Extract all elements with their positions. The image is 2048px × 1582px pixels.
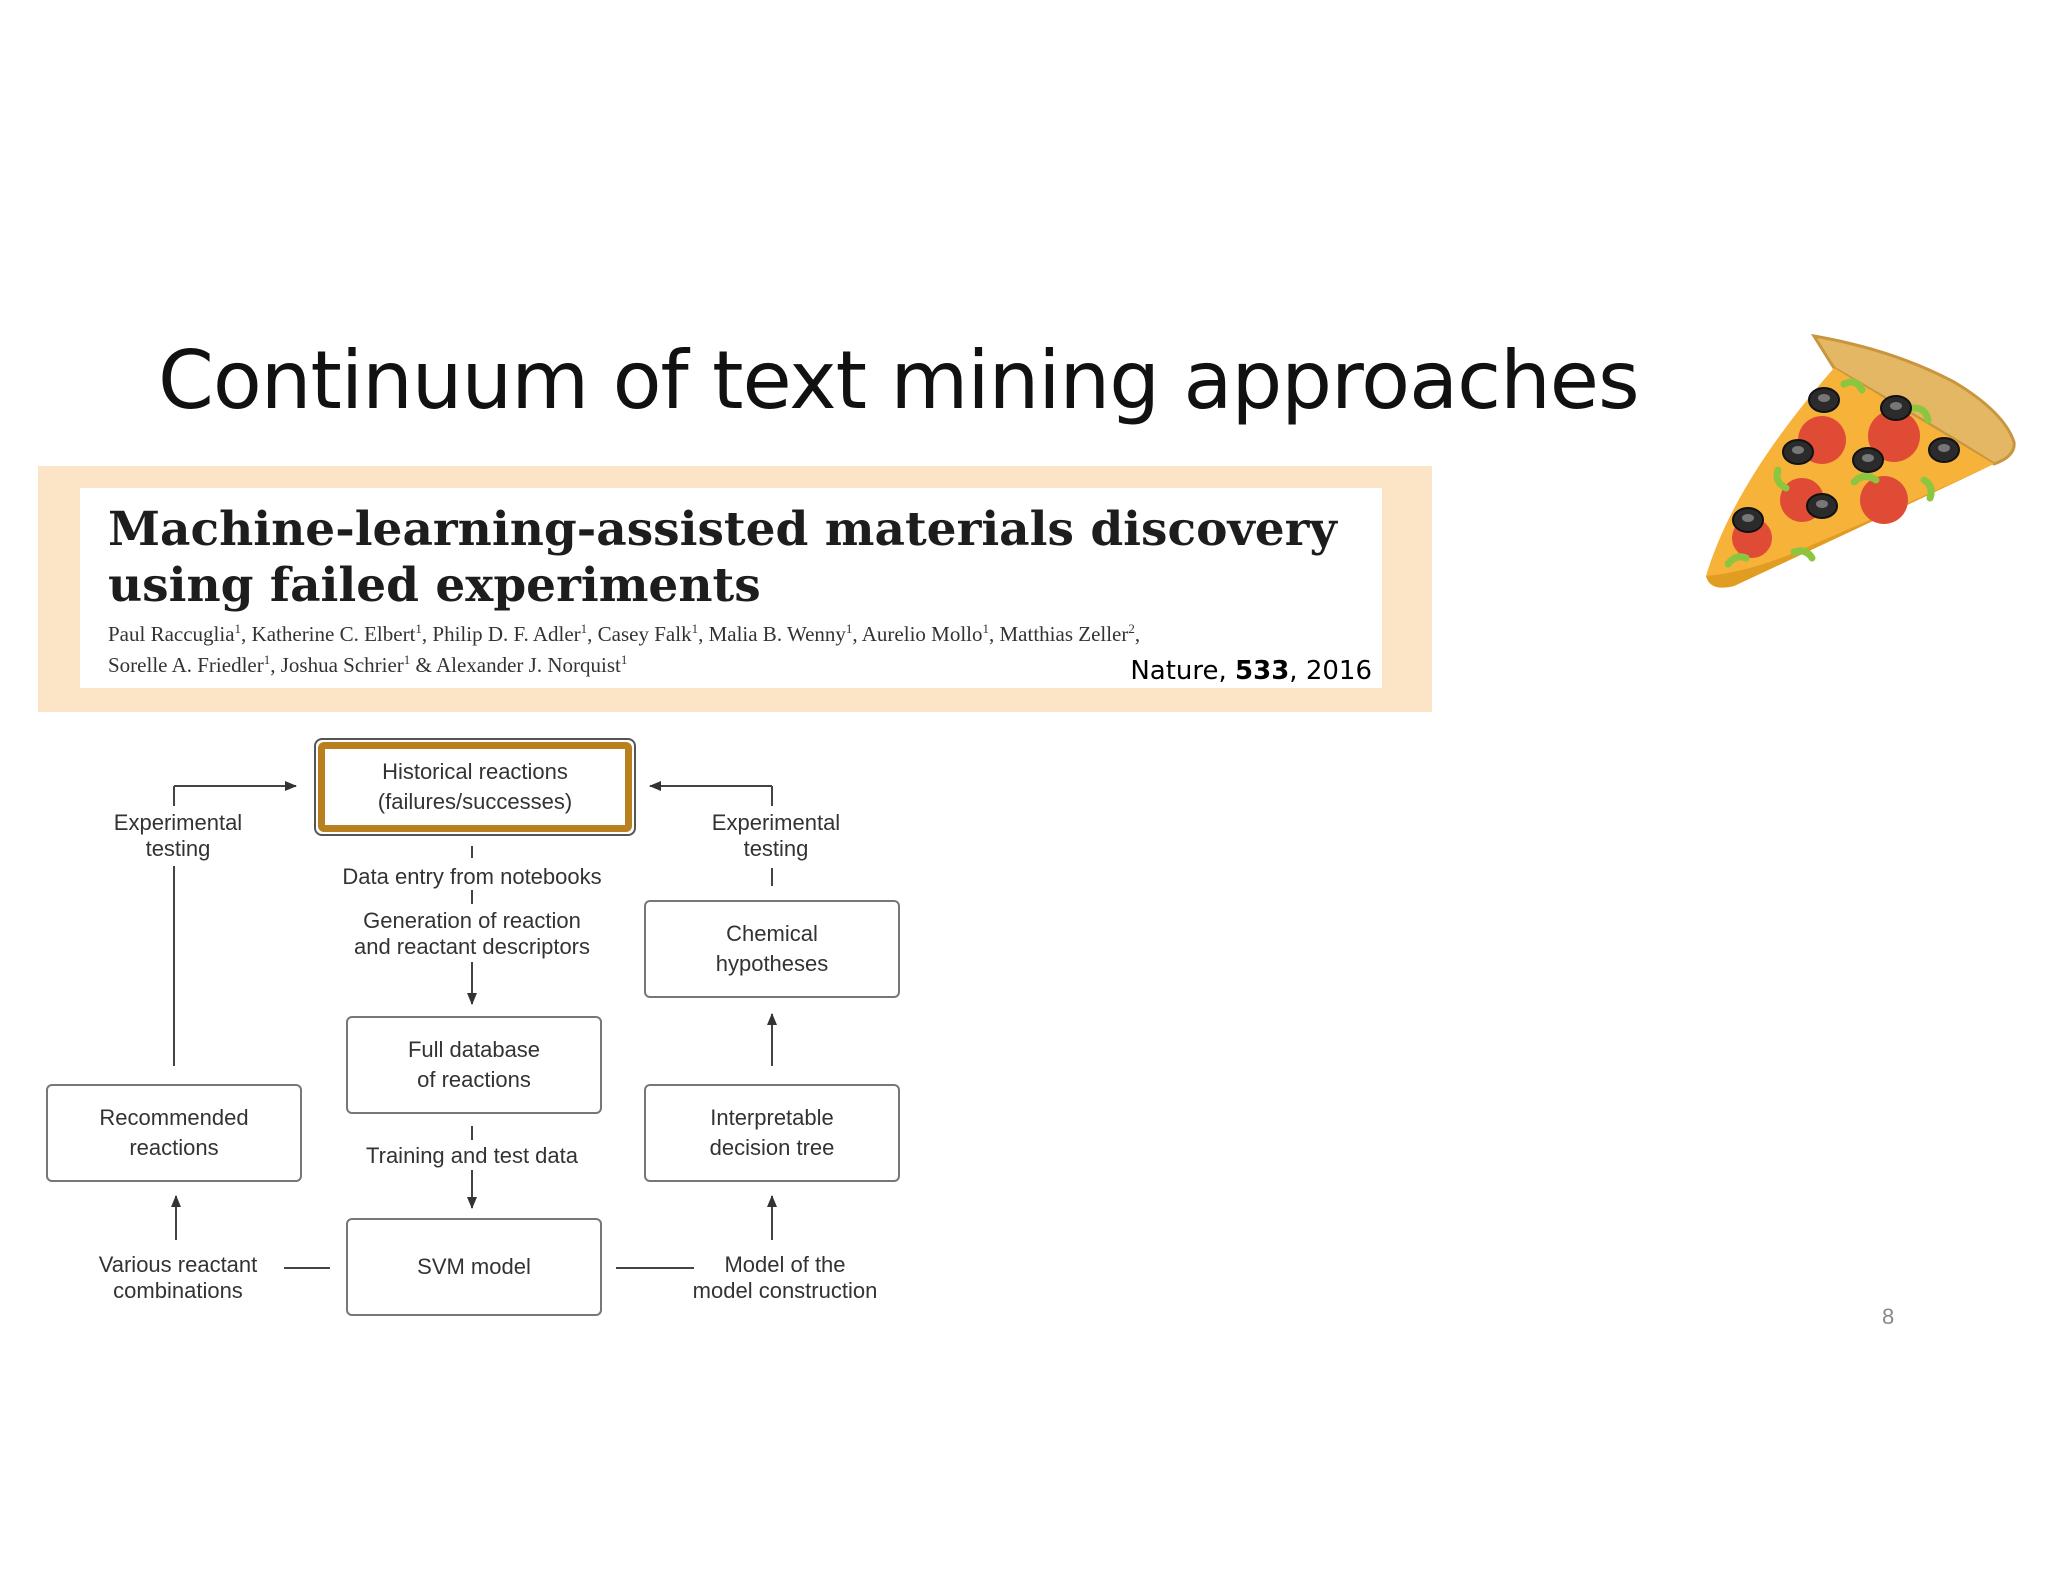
label-various-reactant: Various reactant combinations bbox=[78, 1252, 278, 1304]
node-full-db-line-2: of reactions bbox=[417, 1067, 531, 1092]
node-svm-model: SVM model bbox=[346, 1218, 602, 1316]
author-affiliation: 1 bbox=[691, 621, 699, 636]
citation-volume: 533 bbox=[1235, 656, 1290, 686]
authors-line-1: Paul Raccuglia1, Katherine C. Elbert1, P… bbox=[108, 621, 1141, 646]
author-name: Joshua Schrier bbox=[280, 653, 404, 677]
author-affiliation: 1 bbox=[845, 621, 853, 636]
node-recommended-reactions: Recommended reactions bbox=[46, 1084, 302, 1182]
author-name: Aurelio Mollo bbox=[861, 622, 983, 646]
author-affiliation: 1 bbox=[982, 621, 990, 636]
node-chemical-hypotheses: Chemical hypotheses bbox=[644, 900, 900, 998]
author-affiliation: 1 bbox=[620, 652, 628, 667]
node-interpretable-line-1: Interpretable bbox=[710, 1105, 834, 1130]
label-experimental-right: Experimental testing bbox=[676, 810, 876, 862]
paper-title: Machine-learning-assisted materials disc… bbox=[108, 502, 1358, 614]
author-name: Casey Falk bbox=[597, 622, 692, 646]
author-name: Alexander J. Norquist bbox=[435, 653, 621, 677]
author-affiliation: 1 bbox=[403, 652, 411, 667]
author-name: Malia B. Wenny bbox=[708, 622, 846, 646]
node-historical-line-1: Historical reactions bbox=[382, 759, 568, 784]
authors-line-2: Sorelle A. Friedler1, Joshua Schrier1 & … bbox=[108, 652, 628, 677]
author-name: Paul Raccuglia bbox=[108, 622, 235, 646]
author-name: Sorelle A. Friedler bbox=[108, 653, 264, 677]
author-affiliation: 1 bbox=[580, 621, 588, 636]
citation-journal: Nature bbox=[1130, 656, 1219, 686]
page-number: 8 bbox=[1882, 1304, 1895, 1329]
label-exp-left-line-1: Experimental bbox=[113, 810, 243, 835]
author-name: Matthias Zeller bbox=[999, 622, 1129, 646]
author-affiliation: 1 bbox=[415, 621, 422, 636]
paper-authors: Paul Raccuglia1, Katherine C. Elbert1, P… bbox=[108, 616, 1368, 678]
label-training: Training and test data bbox=[366, 1143, 578, 1168]
node-historical-reactions: Historical reactions (failures/successes… bbox=[318, 742, 632, 832]
node-interpretable-tree: Interpretable decision tree bbox=[644, 1084, 900, 1182]
paper-header-card: Machine-learning-assisted materials disc… bbox=[80, 488, 1382, 688]
node-chemical-line-1: Chemical bbox=[726, 921, 818, 946]
node-interpretable-line-2: decision tree bbox=[709, 1135, 835, 1160]
author-affiliation: 1 bbox=[263, 652, 271, 667]
label-various-line-1: Various reactant bbox=[98, 1252, 258, 1277]
node-recommended-line-1: Recommended bbox=[99, 1105, 249, 1130]
paper-title-line-1: Machine-learning-assisted materials disc… bbox=[108, 502, 1337, 557]
node-full-database: Full database of reactions bbox=[346, 1016, 602, 1114]
label-data-entry: Data entry from notebooks bbox=[342, 864, 602, 889]
label-experimental-left: Experimental testing bbox=[78, 810, 278, 862]
pizza-slice-icon bbox=[1706, 333, 2016, 588]
label-generation: Generation of reaction and reactant desc… bbox=[312, 908, 632, 960]
label-generation-line-2: and reactant descriptors bbox=[353, 934, 591, 959]
node-historical-line-2: (failures/successes) bbox=[377, 789, 573, 814]
label-model-line-1: Model of the bbox=[724, 1252, 846, 1277]
node-chemical-line-2: hypotheses bbox=[715, 951, 829, 976]
label-exp-left-line-2: testing bbox=[145, 836, 211, 861]
citation-year: 2016 bbox=[1305, 656, 1372, 686]
label-exp-right-line-2: testing bbox=[743, 836, 809, 861]
paper-title-line-2: using failed experiments bbox=[108, 558, 761, 613]
label-various-line-2: combinations bbox=[113, 1278, 243, 1303]
label-exp-right-line-1: Experimental bbox=[711, 810, 841, 835]
label-model-line-2: model construction bbox=[692, 1278, 878, 1303]
label-generation-line-1: Generation of reaction bbox=[363, 908, 581, 933]
historical-outer-frame bbox=[314, 738, 636, 836]
citation: Nature, 533, 2016 bbox=[1130, 656, 1372, 686]
node-svm-line-1: SVM model bbox=[417, 1254, 531, 1279]
node-recommended-line-2: reactions bbox=[129, 1135, 219, 1160]
node-full-db-line-1: Full database bbox=[407, 1037, 541, 1062]
author-affiliation: 1 bbox=[234, 621, 242, 636]
author-name: Philip D. F. Adler bbox=[432, 622, 581, 646]
author-name: Katherine C. Elbert bbox=[251, 622, 416, 646]
paper-header-frame: Machine-learning-assisted materials disc… bbox=[38, 466, 1432, 712]
author-affiliation: 2 bbox=[1128, 621, 1135, 636]
label-model-of-model: Model of the model construction bbox=[660, 1252, 910, 1304]
slide-title: Continuum of text mining approaches bbox=[158, 334, 1640, 427]
